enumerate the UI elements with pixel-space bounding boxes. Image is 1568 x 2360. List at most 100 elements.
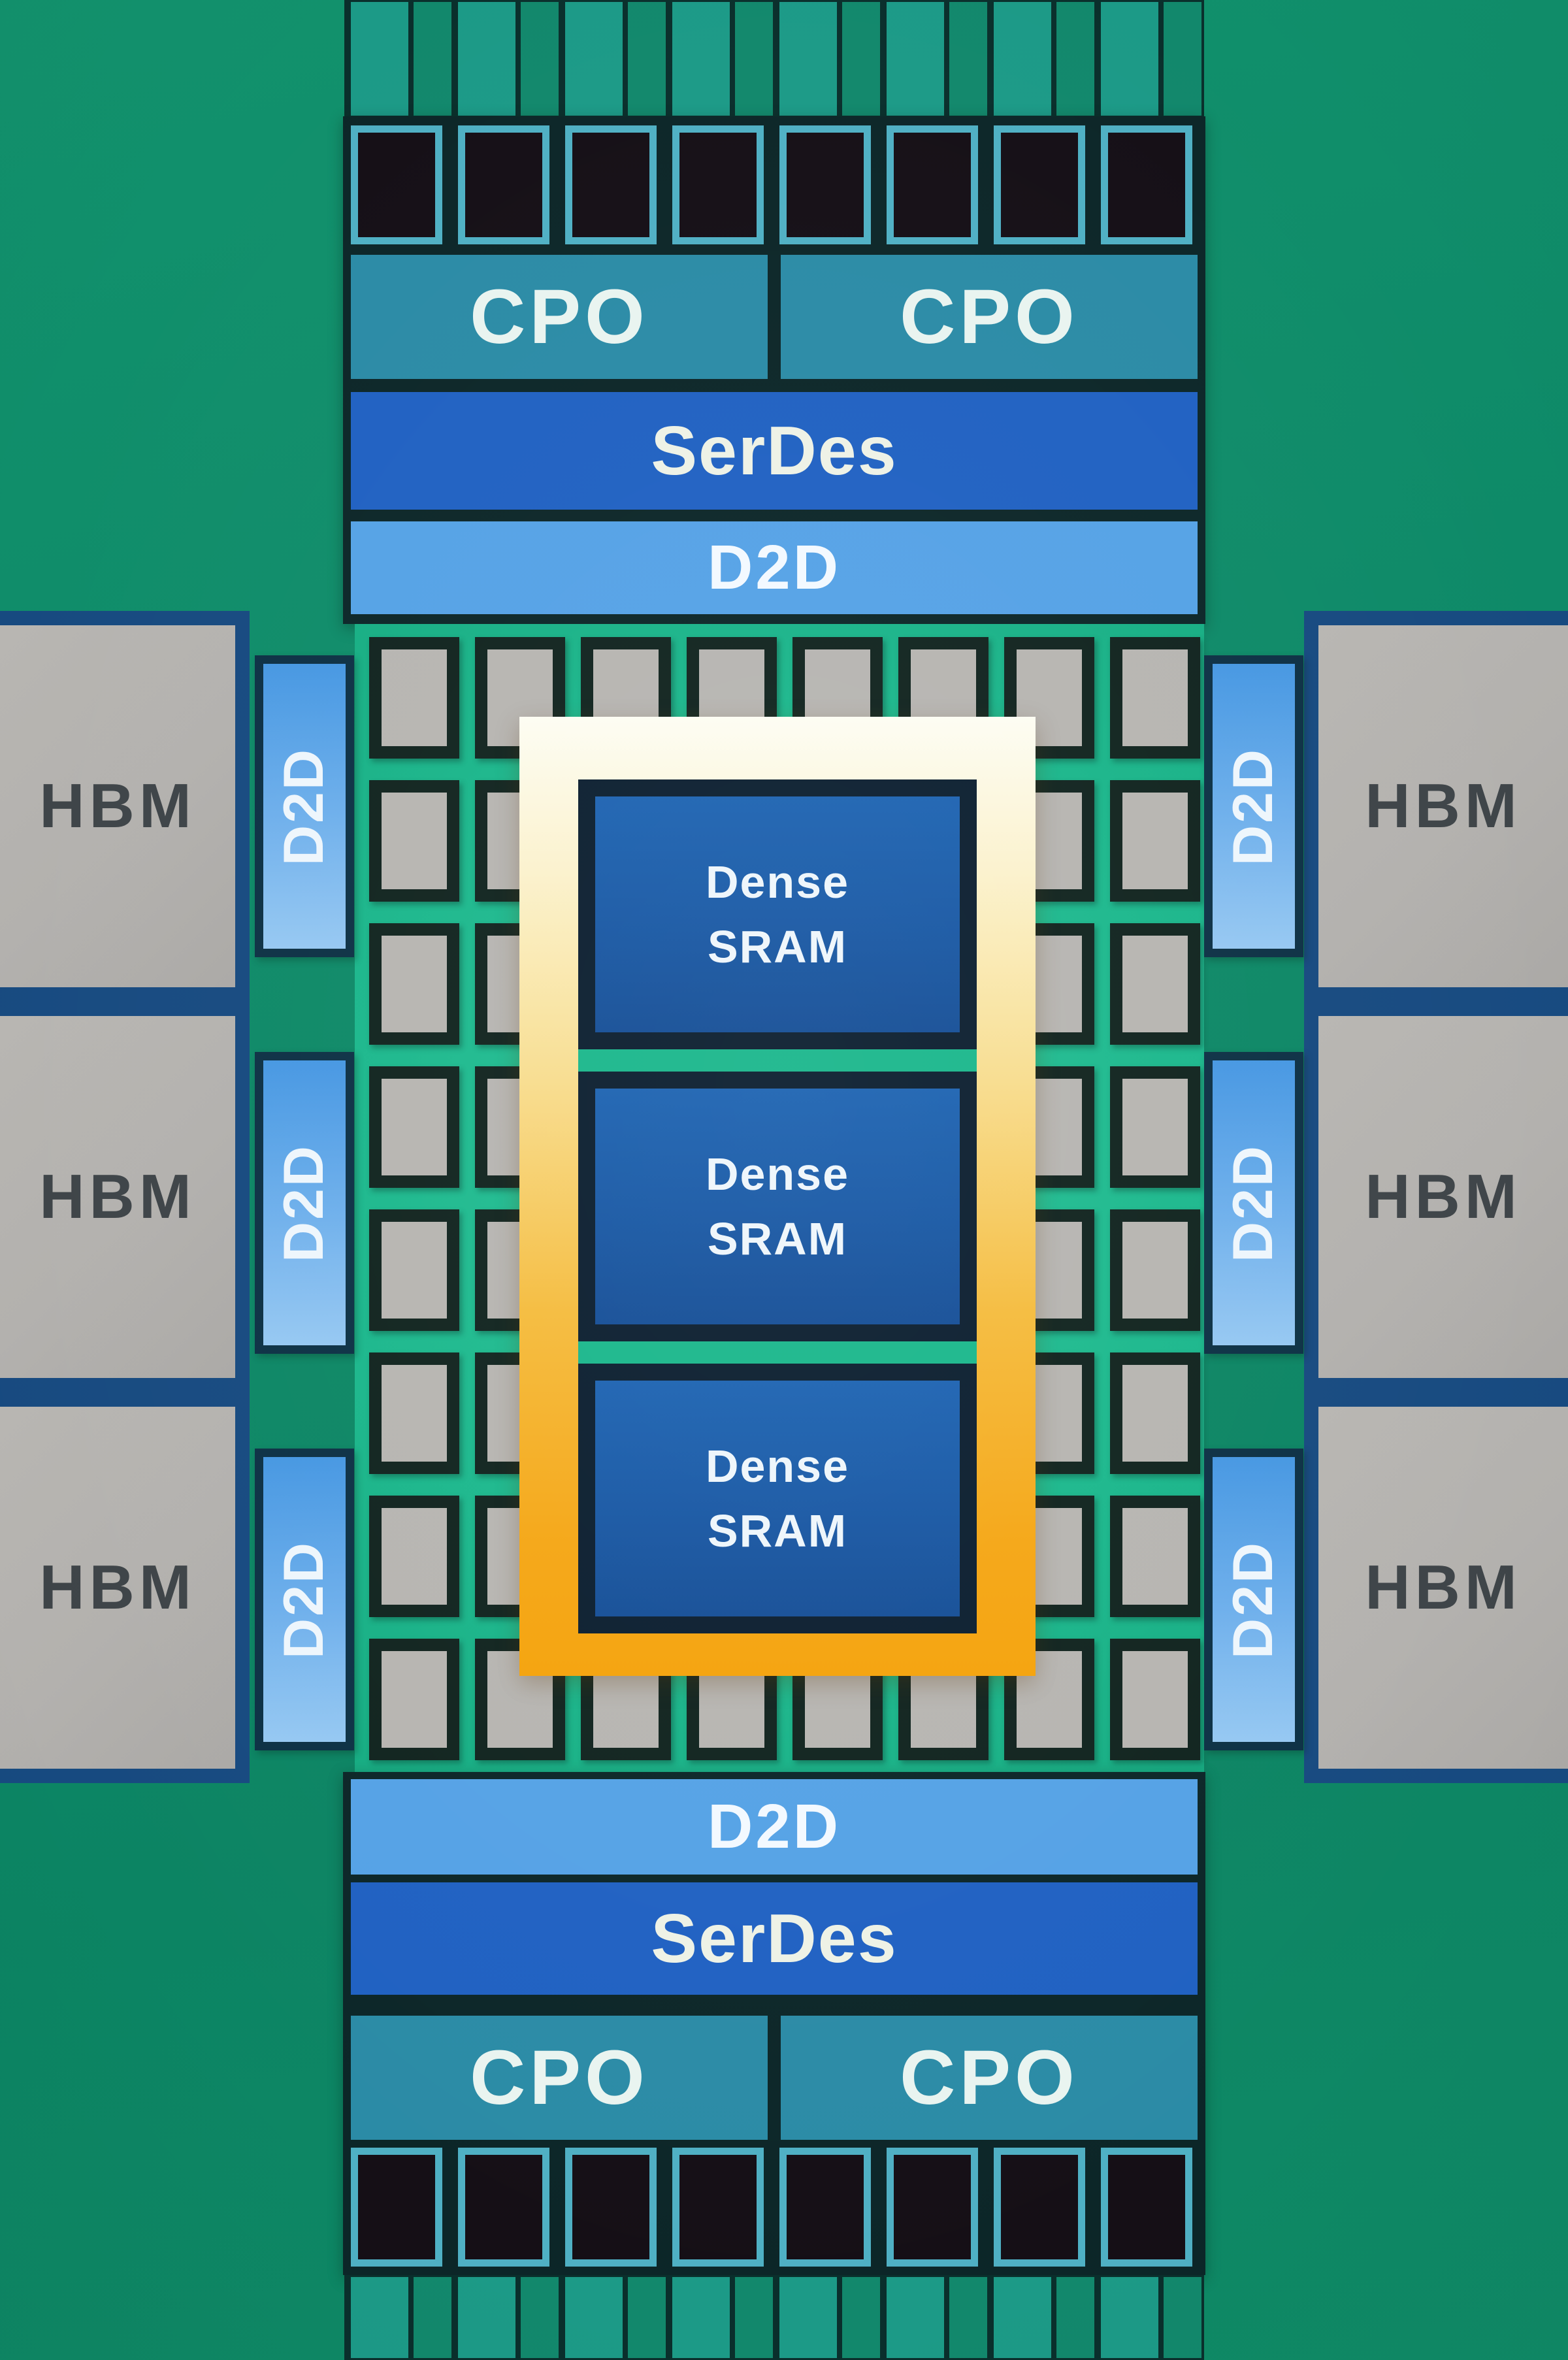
core-tile xyxy=(369,923,459,1045)
pin-stripe xyxy=(458,2277,515,2358)
pin-stripe xyxy=(351,2277,408,2358)
cpo-block-bottom-right: CPO xyxy=(781,2016,1198,2140)
io-pad xyxy=(887,2148,978,2267)
core-tile xyxy=(369,1066,459,1188)
sram-gap-strip xyxy=(578,1341,977,1364)
core-tile xyxy=(1110,1209,1200,1331)
d2d-strip-left-2: D2D xyxy=(255,1052,354,1354)
bottom-pin-array xyxy=(344,2275,1204,2360)
pin-stripe xyxy=(1101,2277,1158,2358)
io-pad xyxy=(672,2148,764,2267)
pin-stripe xyxy=(628,2277,666,2358)
serdes-bar-bottom: SerDes xyxy=(351,1882,1198,1995)
d2d-bar-top: D2D xyxy=(351,521,1198,614)
pin-stripe xyxy=(842,2277,880,2358)
d2d-label: D2D xyxy=(707,1792,841,1861)
hbm-block-right-2: HBM xyxy=(1304,1002,1568,1392)
d2d-label: D2D xyxy=(707,533,841,602)
pin-stripe xyxy=(1056,2277,1094,2358)
io-pad xyxy=(887,125,978,244)
core-tile xyxy=(1110,1496,1200,1617)
dense-sram-label-line1: Dense xyxy=(705,1148,850,1200)
dense-sram-label-line2: SRAM xyxy=(707,1505,848,1556)
io-pad xyxy=(351,2148,442,2267)
cpo-label: CPO xyxy=(470,274,649,360)
bottom-io-assembly: D2D SerDes CPO CPO xyxy=(343,1772,1205,2275)
hbm-block-left-2: HBM xyxy=(0,1002,250,1392)
pin-stripe xyxy=(628,2,666,116)
pin-stripe xyxy=(458,2,515,116)
core-tile xyxy=(369,1496,459,1617)
pin-stripe xyxy=(1056,2,1094,116)
d2d-strip-left-3: D2D xyxy=(255,1449,354,1750)
pin-stripe xyxy=(779,2,837,116)
pin-stripe xyxy=(414,2,451,116)
pin-stripe xyxy=(414,2277,451,2358)
pin-stripe xyxy=(779,2277,837,2358)
d2d-label: D2D xyxy=(1222,1540,1285,1659)
cpo-block-top-right: CPO xyxy=(781,255,1198,379)
pin-stripe xyxy=(521,2277,559,2358)
sram-gap-strip xyxy=(578,1049,977,1072)
core-tile xyxy=(1110,1639,1200,1760)
pin-stripe xyxy=(949,2277,987,2358)
d2d-label: D2D xyxy=(1222,1143,1285,1262)
serdes-label: SerDes xyxy=(651,1899,898,1977)
core-tile xyxy=(1110,923,1200,1045)
hbm-label: HBM xyxy=(39,1162,196,1232)
io-pad xyxy=(779,2148,871,2267)
hbm-block-left-3: HBM xyxy=(0,1392,250,1783)
d2d-label: D2D xyxy=(1222,747,1285,866)
io-pad xyxy=(994,2148,1085,2267)
pin-stripe xyxy=(1164,2277,1201,2358)
pin-stripe xyxy=(842,2,880,116)
pin-stripe xyxy=(994,2277,1051,2358)
pin-stripe xyxy=(1164,2,1201,116)
dense-sram-label-line1: Dense xyxy=(705,1440,850,1492)
core-tile xyxy=(369,1209,459,1331)
dense-sram-label-line2: SRAM xyxy=(707,1213,848,1264)
io-pad xyxy=(1101,2148,1192,2267)
serdes-label: SerDes xyxy=(651,412,898,489)
top-pin-array xyxy=(344,0,1204,118)
d2d-strip-right-2: D2D xyxy=(1204,1052,1303,1354)
core-tile xyxy=(369,780,459,902)
io-pad xyxy=(351,125,442,244)
core-tile xyxy=(369,1352,459,1474)
d2d-strip-right-3: D2D xyxy=(1204,1449,1303,1750)
dense-sram-block-2: Dense SRAM xyxy=(578,1072,977,1341)
top-pad-row xyxy=(343,125,1205,244)
cpo-block-bottom-left: CPO xyxy=(351,2016,768,2140)
pin-stripe xyxy=(565,2,623,116)
hbm-block-right-3: HBM xyxy=(1304,1392,1568,1783)
cpo-label: CPO xyxy=(470,2035,649,2121)
io-pad xyxy=(994,125,1085,244)
cpo-label: CPO xyxy=(900,274,1079,360)
pin-stripe xyxy=(1101,2,1158,116)
hbm-block-left-1: HBM xyxy=(0,611,250,1002)
dense-sram-block-1: Dense SRAM xyxy=(578,779,977,1049)
dense-sram-label-line2: SRAM xyxy=(707,921,848,972)
d2d-label: D2D xyxy=(272,1143,336,1262)
d2d-strip-right-1: D2D xyxy=(1204,655,1303,957)
pin-stripe xyxy=(887,2277,944,2358)
io-pad xyxy=(565,2148,657,2267)
io-pad xyxy=(779,125,871,244)
core-tile xyxy=(1110,637,1200,759)
hbm-label: HBM xyxy=(39,771,196,841)
d2d-strip-left-1: D2D xyxy=(255,655,354,957)
core-tile xyxy=(1110,1066,1200,1188)
io-pad xyxy=(458,125,549,244)
hbm-label: HBM xyxy=(1365,771,1522,841)
core-tile xyxy=(369,1639,459,1760)
io-pad xyxy=(565,125,657,244)
hbm-label: HBM xyxy=(1365,1552,1522,1622)
d2d-label: D2D xyxy=(272,1540,336,1659)
pin-stripe xyxy=(949,2,987,116)
hbm-block-right-1: HBM xyxy=(1304,611,1568,1002)
io-pad xyxy=(458,2148,549,2267)
io-pad xyxy=(672,125,764,244)
pin-stripe xyxy=(994,2,1051,116)
pin-stripe xyxy=(735,2,773,116)
